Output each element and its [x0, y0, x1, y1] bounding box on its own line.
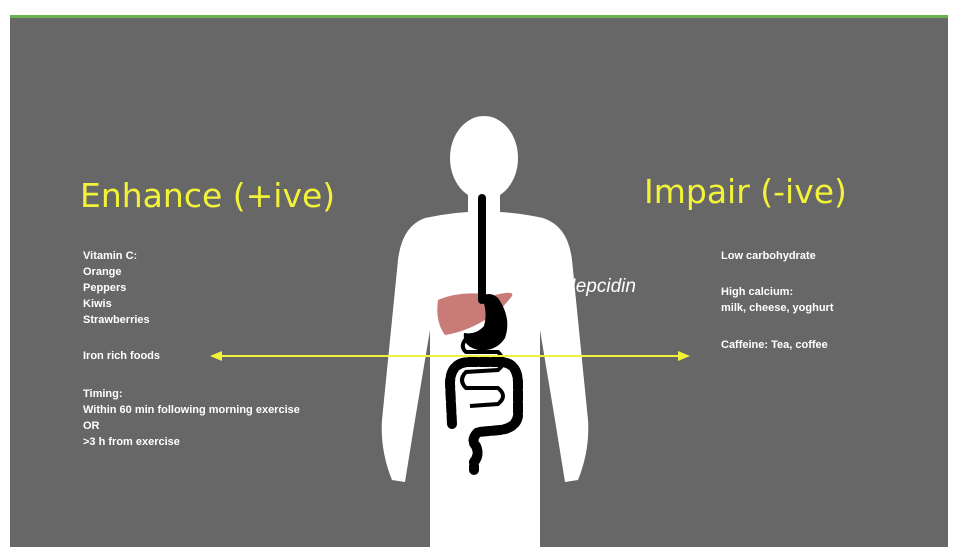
timing-line: OR: [83, 418, 100, 434]
timing-title: Timing:: [83, 386, 123, 402]
vitamin-c-item: Strawberries: [83, 312, 150, 328]
iron-rich-foods: Iron rich foods: [83, 348, 160, 364]
impair-caffeine: Caffeine: Tea, coffee: [721, 337, 828, 353]
vitamin-c-title: Vitamin C:: [83, 248, 137, 264]
enhance-heading: Enhance (+ive): [80, 176, 335, 216]
impair-low-carbohydrate: Low carbohydrate: [721, 248, 816, 264]
impair-calcium-foods: milk, cheese, yoghurt: [721, 300, 833, 316]
impair-high-calcium: High calcium:: [721, 284, 793, 300]
vitamin-c-item: Kiwis: [83, 296, 112, 312]
vitamin-c-item: Orange: [83, 264, 122, 280]
hepcidin-label: Hepcidin: [562, 276, 636, 298]
vitamin-c-item: Peppers: [83, 280, 126, 296]
timing-line: >3 h from exercise: [83, 434, 180, 450]
timing-line: Within 60 min following morning exercise: [83, 402, 300, 418]
impair-heading: Impair (-ive): [644, 172, 847, 212]
